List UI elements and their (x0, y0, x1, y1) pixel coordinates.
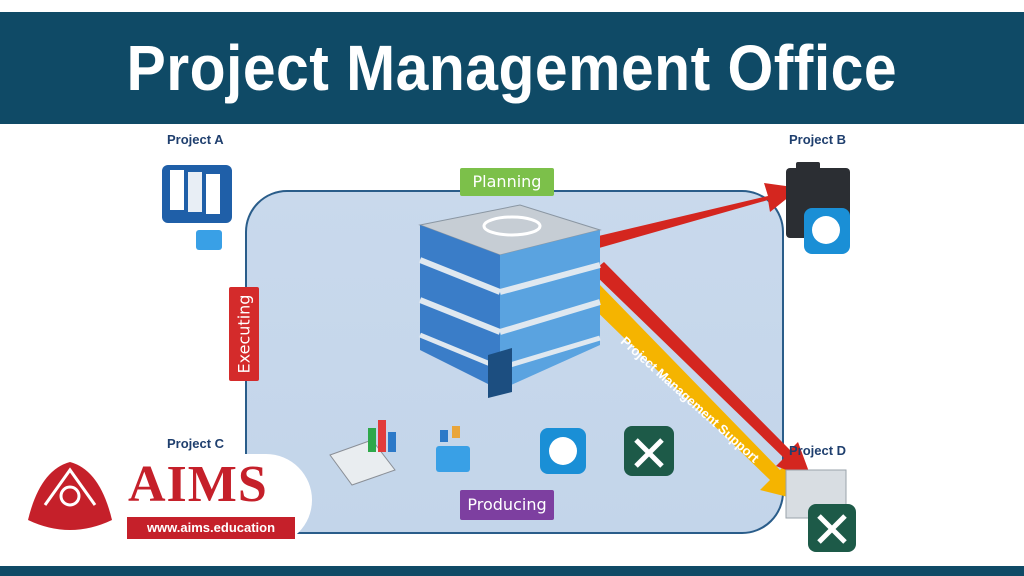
folder-files-icon-a (162, 165, 232, 250)
arrow-to-project-b (590, 183, 800, 250)
project-b-label: Project B (789, 132, 847, 147)
project-c-label: Project C (167, 436, 225, 451)
brain-gear-icon-producing (540, 428, 586, 474)
folder-files-icon-producing (436, 426, 470, 472)
project-d-label: Project D (789, 443, 847, 458)
executing-tag: Executing (229, 287, 259, 381)
arrow-to-project-d (585, 285, 800, 500)
planning-tag: Planning (460, 168, 554, 196)
arrow-red-to-project-d (592, 262, 812, 480)
tools-icon-d (808, 504, 856, 552)
top-margin (0, 0, 1024, 8)
page-title: Project Management Office (126, 32, 898, 104)
brain-gear-icon-b (804, 208, 850, 254)
project-a-label: Project A (167, 132, 224, 147)
brand-url[interactable]: www.aims.education (127, 517, 295, 539)
tools-icon-producing (624, 426, 674, 476)
producing-tag: Producing (460, 490, 554, 520)
bottom-bar (0, 566, 1024, 576)
brand-name: AIMS (128, 456, 268, 513)
title-banner: Project Management Office (0, 12, 1024, 124)
building-icon (418, 204, 602, 398)
executing-label: Executing (234, 294, 254, 374)
charts-icon (329, 420, 396, 486)
